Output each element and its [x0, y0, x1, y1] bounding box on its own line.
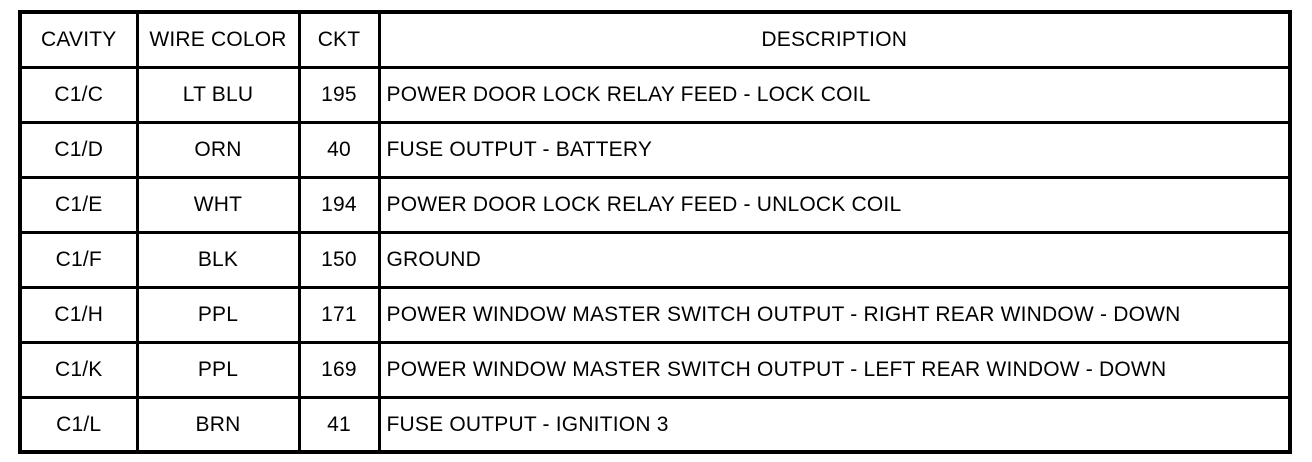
cell-cavity: C1/E [18, 175, 139, 234]
cell-description: POWER WINDOW MASTER SWITCH OUTPUT - RIGH… [377, 285, 1292, 344]
cell-ckt: 41 [297, 395, 381, 454]
cell-cavity: C1/D [18, 120, 139, 179]
column-header-wire-color: WIRE COLOR [135, 10, 301, 69]
cell-wire-color: LT BLU [135, 65, 301, 124]
column-header-description: DESCRIPTION [377, 10, 1292, 69]
column-header-ckt: CKT [297, 10, 381, 69]
cell-ckt: 40 [297, 120, 381, 179]
cell-description: POWER WINDOW MASTER SWITCH OUTPUT - LEFT… [377, 340, 1292, 399]
cell-wire-color: BRN [135, 395, 301, 454]
cell-ckt: 171 [297, 285, 381, 344]
cell-ckt: 150 [297, 230, 381, 289]
cell-ckt: 169 [297, 340, 381, 399]
cell-wire-color: PPL [135, 285, 301, 344]
cell-description: POWER DOOR LOCK RELAY FEED - LOCK COIL [377, 65, 1292, 124]
cell-cavity: C1/L [18, 395, 139, 454]
cell-description: FUSE OUTPUT - BATTERY [377, 120, 1292, 179]
cell-cavity: C1/H [18, 285, 139, 344]
cell-wire-color: PPL [135, 340, 301, 399]
table-header: CAVITY WIRE COLOR CKT DESCRIPTION [18, 10, 1292, 69]
cell-wire-color: ORN [135, 120, 301, 179]
column-header-cavity: CAVITY [18, 10, 139, 69]
cell-ckt: 195 [297, 65, 381, 124]
cell-cavity: C1/F [18, 230, 139, 289]
cell-wire-color: BLK [135, 230, 301, 289]
cell-cavity: C1/C [18, 65, 139, 124]
cell-cavity: C1/K [18, 340, 139, 399]
cell-description: FUSE OUTPUT - IGNITION 3 [377, 395, 1292, 454]
cell-description: GROUND [377, 230, 1292, 289]
cell-ckt: 194 [297, 175, 381, 234]
cell-description: POWER DOOR LOCK RELAY FEED - UNLOCK COIL [377, 175, 1292, 234]
table-header-row: CAVITY WIRE COLOR CKT DESCRIPTION [18, 10, 1292, 69]
cell-wire-color: WHT [135, 175, 301, 234]
